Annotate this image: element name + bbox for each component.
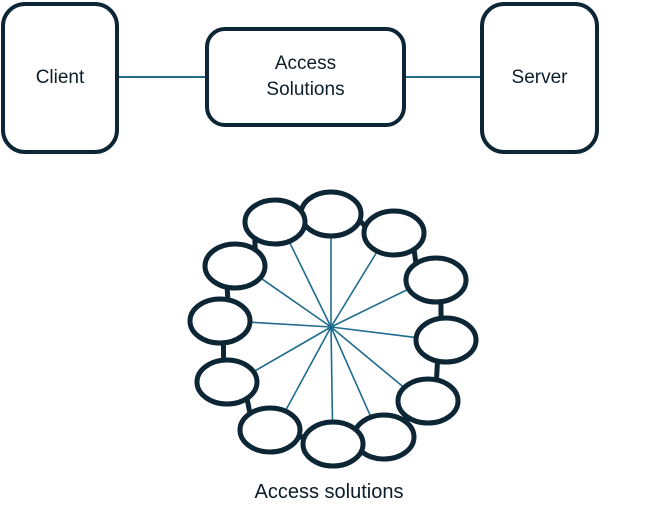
ring-spoke xyxy=(330,326,417,339)
ring-node-9[interactable] xyxy=(194,357,260,407)
ring-node-7[interactable] xyxy=(300,419,366,469)
ring-node-3[interactable] xyxy=(403,255,469,305)
ring-nodes-layer xyxy=(187,189,479,469)
ring-node-5[interactable] xyxy=(395,376,461,426)
ring-node-1[interactable] xyxy=(298,189,364,239)
ring-spoke xyxy=(249,321,332,328)
flow-node-label-server: Server xyxy=(512,67,569,88)
ring-node-11[interactable] xyxy=(202,241,268,291)
ring-spoke xyxy=(330,250,378,328)
ring-spoke xyxy=(259,277,332,328)
ring-node-4[interactable] xyxy=(413,315,479,365)
flow-node-label-client: Client xyxy=(36,67,85,88)
ring-node-12[interactable] xyxy=(242,197,308,247)
ring-node-10[interactable] xyxy=(187,296,253,346)
ring-spoke xyxy=(288,241,332,328)
flow-node-access-solutions[interactable] xyxy=(205,27,406,127)
ring-spoke xyxy=(330,326,334,423)
ring-spoke xyxy=(330,326,405,389)
ring-link xyxy=(433,358,441,383)
ring-spoke xyxy=(284,326,332,412)
flow-node-client[interactable] xyxy=(1,2,119,154)
flow-node-label-access-solutions-line2: Solutions xyxy=(266,79,344,100)
flow-node-server[interactable] xyxy=(480,2,599,154)
ring-spoke xyxy=(330,326,372,418)
ring-spoke xyxy=(253,326,332,373)
ring-spokes-layer xyxy=(249,236,417,423)
ring-diagram-caption: Access solutions xyxy=(255,481,404,503)
ring-node-2[interactable] xyxy=(361,208,427,258)
flow-node-label-access-solutions-line1: Access xyxy=(275,53,336,74)
ring-node-8[interactable] xyxy=(237,405,303,455)
ring-spoke xyxy=(330,288,409,328)
